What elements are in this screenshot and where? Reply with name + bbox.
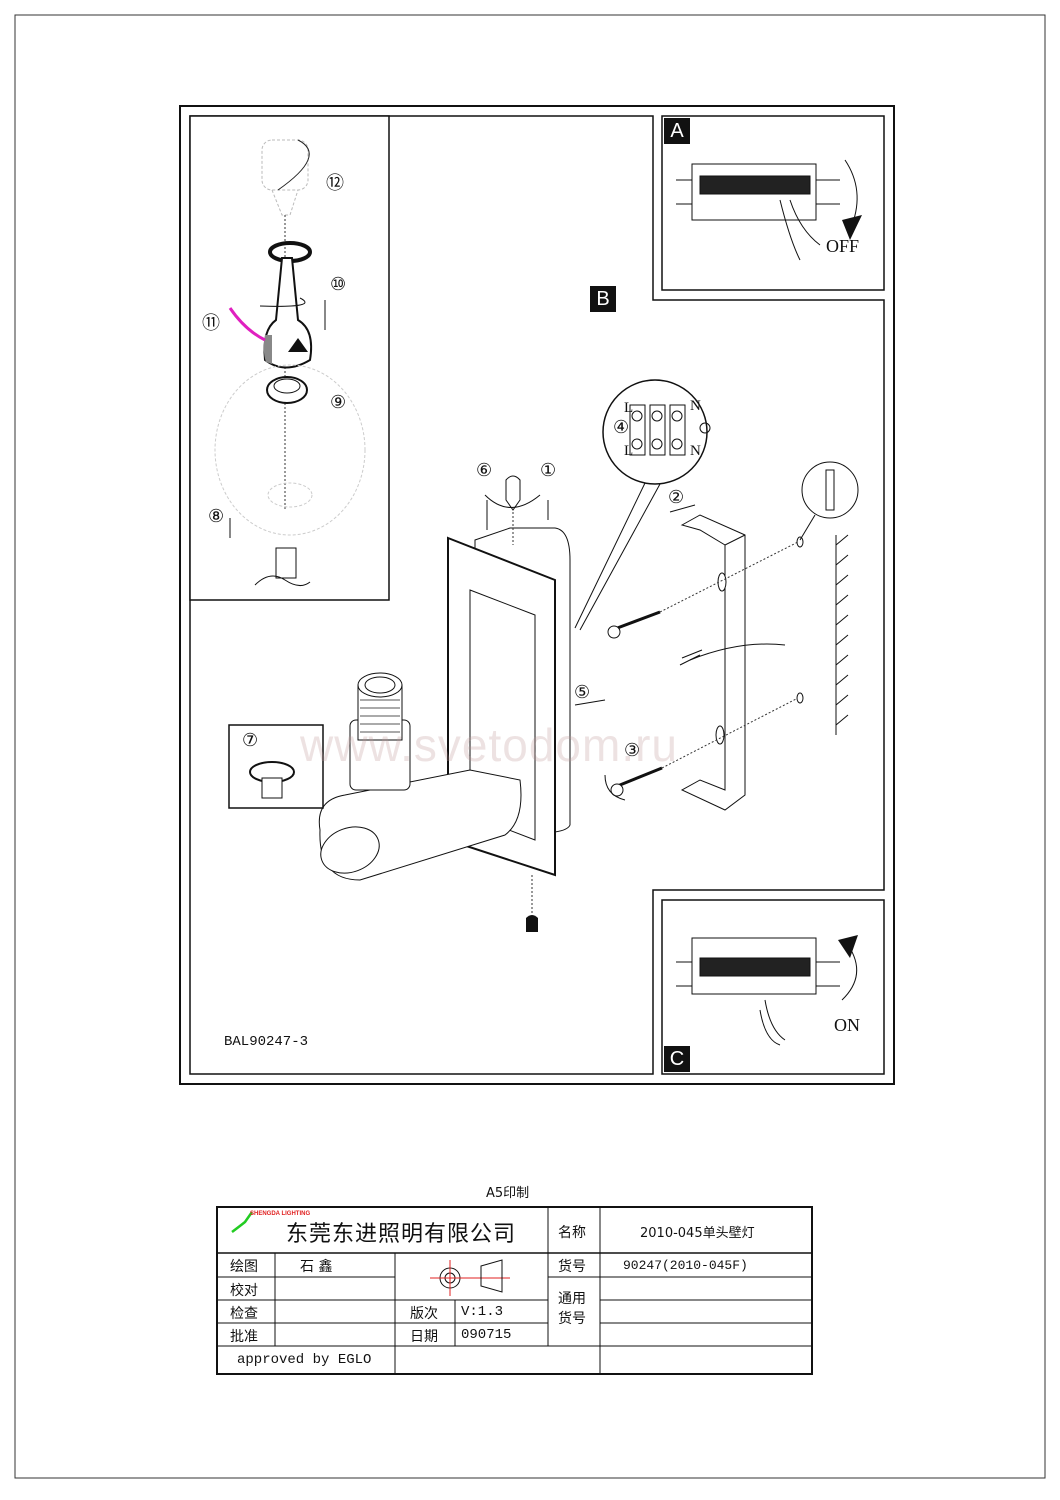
wall-screw-bottom bbox=[610, 766, 663, 797]
company-logo bbox=[231, 1211, 254, 1233]
bulb-illustration bbox=[261, 139, 309, 216]
ring-nut bbox=[266, 376, 308, 404]
step-7: ⑦ bbox=[242, 730, 259, 750]
step-6: ⑥ bbox=[476, 460, 493, 480]
glass-shade bbox=[214, 364, 366, 536]
lamp-socket-illustration bbox=[263, 241, 313, 369]
breaker-panel-on bbox=[676, 937, 840, 995]
date-label: 日期 bbox=[410, 1329, 438, 1345]
step-2: ② bbox=[668, 487, 685, 507]
page-border bbox=[14, 14, 1046, 1479]
magenta-arrow bbox=[228, 307, 266, 342]
power-cable bbox=[689, 643, 786, 661]
wall-hatch bbox=[835, 534, 849, 735]
breaker-panel-off bbox=[676, 163, 840, 221]
step-12: ⑫ bbox=[326, 173, 344, 193]
date-value: 090715 bbox=[461, 1327, 512, 1343]
approved-label: 批准 bbox=[230, 1329, 258, 1345]
inspected-label: 检查 bbox=[230, 1306, 258, 1322]
drawing-code: BAL90247-3 bbox=[224, 1034, 309, 1050]
item-number: 90247(2010-045F) bbox=[623, 1258, 748, 1273]
step-3: ③ bbox=[624, 740, 641, 760]
mounting-bracket bbox=[680, 514, 746, 811]
drawn-label: 绘图 bbox=[230, 1259, 258, 1275]
step-9: ⑨ bbox=[330, 392, 347, 412]
wall-screw-top bbox=[607, 610, 661, 639]
approved-by: approved by EGLO bbox=[237, 1352, 372, 1368]
wall-lamp-body bbox=[318, 527, 571, 881]
on-label: ON bbox=[834, 1015, 860, 1035]
company-logo-text: SHENGDA LIGHTING bbox=[250, 1211, 310, 1218]
logo-wordmark: SHENGDA LIGHTING bbox=[250, 1211, 311, 1217]
version-value: V:1.3 bbox=[461, 1304, 504, 1320]
product-name: 2010-045单头壁灯 bbox=[640, 1226, 755, 1241]
step-11: ⑪ bbox=[202, 313, 220, 333]
socket-thread bbox=[360, 699, 400, 733]
step-4: ④ bbox=[613, 417, 630, 437]
wall-plug-detail bbox=[801, 461, 859, 519]
top-screw bbox=[505, 475, 521, 511]
watermark: www.svetodom.ru bbox=[300, 719, 679, 771]
panel-a-badge: A bbox=[664, 118, 690, 144]
drawn-by: 石 鑫 bbox=[300, 1259, 333, 1275]
panel-b-frame bbox=[189, 115, 885, 1075]
checked-label: 校对 bbox=[230, 1283, 258, 1299]
projection-symbol bbox=[430, 1259, 510, 1296]
version-label: 版次 bbox=[410, 1306, 438, 1322]
item-label: 货号 bbox=[558, 1259, 586, 1275]
terminal-n-top: N bbox=[690, 398, 701, 414]
title-block-grid bbox=[216, 1206, 813, 1375]
terminal-l-top: L bbox=[624, 400, 634, 416]
company-name: 东莞东进照明有限公司 bbox=[286, 1222, 517, 1247]
panel-c-badge: C bbox=[664, 1046, 690, 1072]
off-label: OFF bbox=[826, 236, 860, 256]
print-note: A5印制 bbox=[486, 1186, 530, 1201]
name-label: 名称 bbox=[558, 1225, 586, 1241]
step-10: ⑩ bbox=[330, 274, 347, 294]
step-8: ⑧ bbox=[208, 506, 225, 526]
threaded-tube bbox=[275, 547, 297, 579]
terminal-l-bottom: L bbox=[624, 443, 634, 459]
terminal-n-bottom: N bbox=[690, 443, 701, 459]
step-1: ① bbox=[540, 460, 557, 480]
bottom-screw bbox=[526, 915, 538, 932]
panel-b-badge: B bbox=[590, 286, 616, 312]
step-5: ⑤ bbox=[574, 682, 591, 702]
general-item-label: 通用 货号 bbox=[558, 1291, 586, 1327]
drawing-frame bbox=[179, 105, 895, 1085]
terminal-block-detail bbox=[574, 379, 711, 631]
